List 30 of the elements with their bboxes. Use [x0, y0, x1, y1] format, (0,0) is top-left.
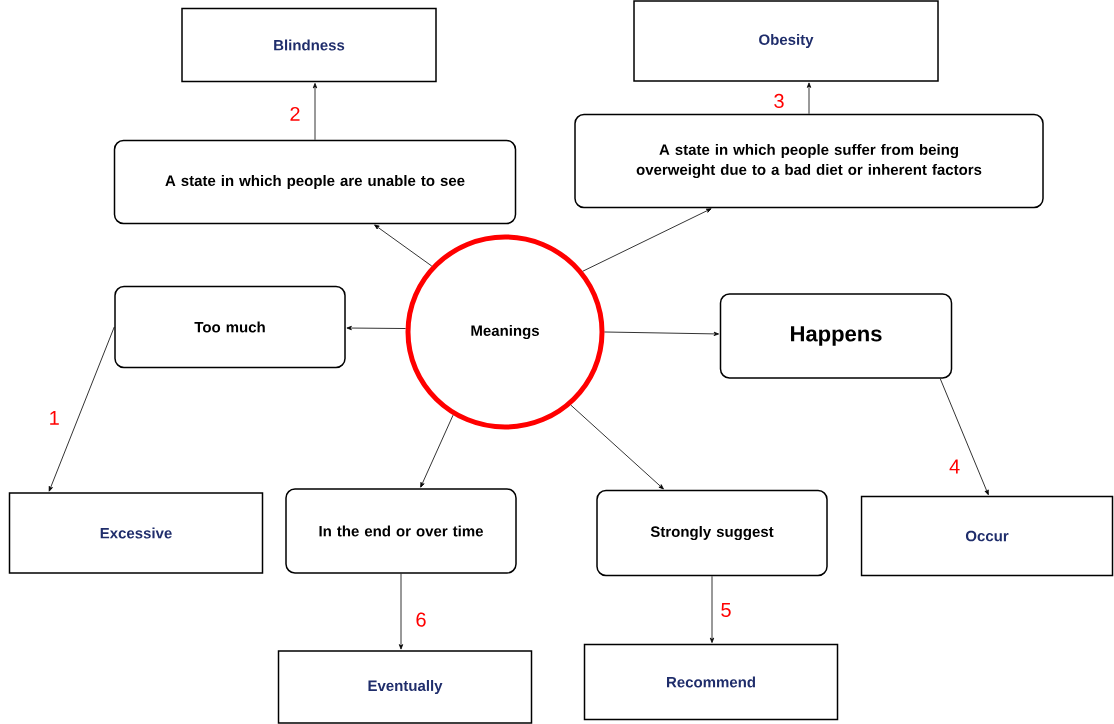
arrow [346, 325, 406, 331]
meaning-box: Happens [719, 293, 953, 379]
meaning-box: Strongly suggest [596, 489, 828, 577]
term-box: Recommend [583, 643, 839, 721]
term-box: Obesity [633, 0, 939, 82]
edge-label: 4 [949, 459, 960, 474]
term-box: Occur [860, 495, 1114, 577]
arrow [806, 82, 812, 115]
edge-label: 3 [774, 93, 784, 108]
meaning-box: A state in which people are unable to see [113, 139, 517, 225]
term-box: Excessive [8, 492, 264, 574]
meaning-box: A state in which people suffer from being overweight due to a bad diet or inherent factors [574, 113, 1044, 209]
term-box: Eventually [277, 650, 533, 724]
arrow [582, 208, 712, 272]
arrow [604, 331, 719, 336]
arrow [709, 575, 715, 643]
arrow [398, 573, 404, 650]
term-box: Blindness [181, 7, 437, 83]
arrow [374, 224, 433, 267]
arrow [420, 414, 454, 488]
meaning-box: Too much [114, 285, 346, 369]
meaning-box: In the end or over time [285, 488, 517, 574]
edge-label: 5 [721, 603, 731, 617]
arrow [939, 378, 989, 496]
edge-label: 1 [50, 411, 59, 425]
arrow [570, 404, 664, 490]
arrow [48, 326, 115, 492]
edge-label: 6 [416, 612, 426, 627]
edge-label: 2 [290, 106, 300, 121]
arrow [312, 83, 318, 141]
